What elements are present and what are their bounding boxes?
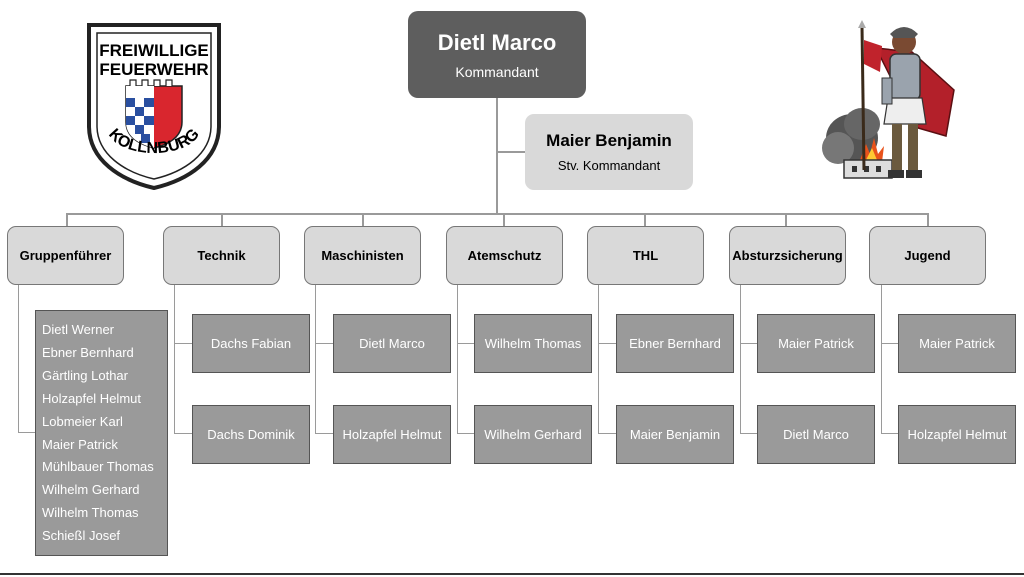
chief-name: Dietl Marco [437, 29, 557, 55]
connector-branch [598, 285, 599, 434]
list-item: Wilhelm Thomas [42, 505, 139, 521]
connector-branch [457, 285, 458, 434]
connector-branch [315, 433, 333, 434]
connector-branch [740, 433, 757, 434]
connector-drop [221, 213, 223, 226]
connector-branch [174, 285, 175, 434]
connector-drop [785, 213, 787, 226]
list-item: Holzapfel Helmut [42, 390, 141, 406]
group-node-maschinisten: Maschinisten [304, 226, 421, 285]
member-node: Dietl Marco [757, 405, 875, 464]
member-node: Ebner Bernhard [616, 314, 734, 373]
member-node: Wilhelm Gerhard [474, 405, 592, 464]
deputy-node: Maier Benjamin Stv. Kommandant [525, 114, 693, 190]
group-node-jugend: Jugend [869, 226, 986, 285]
chief-role: Kommandant [455, 63, 539, 80]
connector-drop [362, 213, 364, 226]
group-node-absturzsicherung: Absturzsicherung [729, 226, 846, 285]
connector-branch [18, 432, 35, 433]
list-item: Ebner Bernhard [42, 344, 134, 360]
connector-horizontal-bus [66, 213, 928, 215]
member-node: Wilhelm Thomas [474, 314, 592, 373]
logo-text-line2: FEUERWEHR [99, 60, 208, 79]
connector-to-deputy [497, 151, 525, 153]
list-item: Wilhelm Gerhard [42, 482, 140, 498]
connector-branch [174, 343, 192, 344]
member-node: Holzapfel Helmut [898, 405, 1016, 464]
member-node: Maier Benjamin [616, 405, 734, 464]
group-node-thl: THL [587, 226, 704, 285]
list-item: Maier Patrick [42, 436, 118, 452]
member-node: Holzapfel Helmut [333, 405, 451, 464]
list-item: Schießl Josef [42, 528, 121, 544]
connector-drop [644, 213, 646, 226]
connector-branch [315, 343, 333, 344]
connector-branch [881, 343, 898, 344]
deputy-role: Stv. Kommandant [557, 158, 661, 173]
connector-branch [881, 285, 882, 434]
group-node-technik: Technik [163, 226, 280, 285]
list-item: Gärtling Lothar [42, 367, 128, 383]
deputy-name: Maier Benjamin [546, 131, 672, 150]
member-node: Dietl Marco [333, 314, 451, 373]
crest-shield-icon [125, 79, 183, 149]
group-node-gruppenfuehrer: Gruppenführer [7, 226, 124, 285]
connector-branch [315, 285, 316, 434]
member-node: Dachs Fabian [192, 314, 310, 373]
list-item: Dietl Werner [42, 322, 115, 337]
saint-florian-illustration [822, 20, 955, 179]
bottom-divider [0, 573, 1024, 575]
connector-branch [174, 433, 192, 434]
connector-branch [881, 433, 898, 434]
list-item: Lobmeier Karl [42, 413, 123, 429]
logo-text-line1: FREIWILLIGE [99, 41, 209, 60]
connector-branch [457, 343, 474, 344]
connector-branch [598, 433, 616, 434]
fire-department-crest-logo: FREIWILLIGE FEUERWEHR KOLLNBURG [87, 23, 221, 190]
connector-branch [18, 285, 19, 433]
connector-drop [503, 213, 505, 226]
connector-branch [740, 343, 757, 344]
connector-branch [598, 343, 616, 344]
chief-node: Dietl Marco Kommandant [408, 11, 586, 98]
member-node: Dachs Dominik [192, 405, 310, 464]
member-node: Maier Patrick [757, 314, 875, 373]
connector-drop [66, 213, 68, 226]
connector-branch [740, 285, 741, 434]
member-node: Maier Patrick [898, 314, 1016, 373]
connector-chief-to-bus [496, 98, 498, 214]
connector-branch [457, 433, 474, 434]
list-item: Mühlbauer Thomas [42, 459, 154, 475]
connector-drop [927, 213, 929, 226]
group-node-atemschutz: Atemschutz [446, 226, 563, 285]
gruppenfuehrer-member-list: Dietl Werner Ebner Bernhard Gärtling Lot… [35, 310, 168, 556]
